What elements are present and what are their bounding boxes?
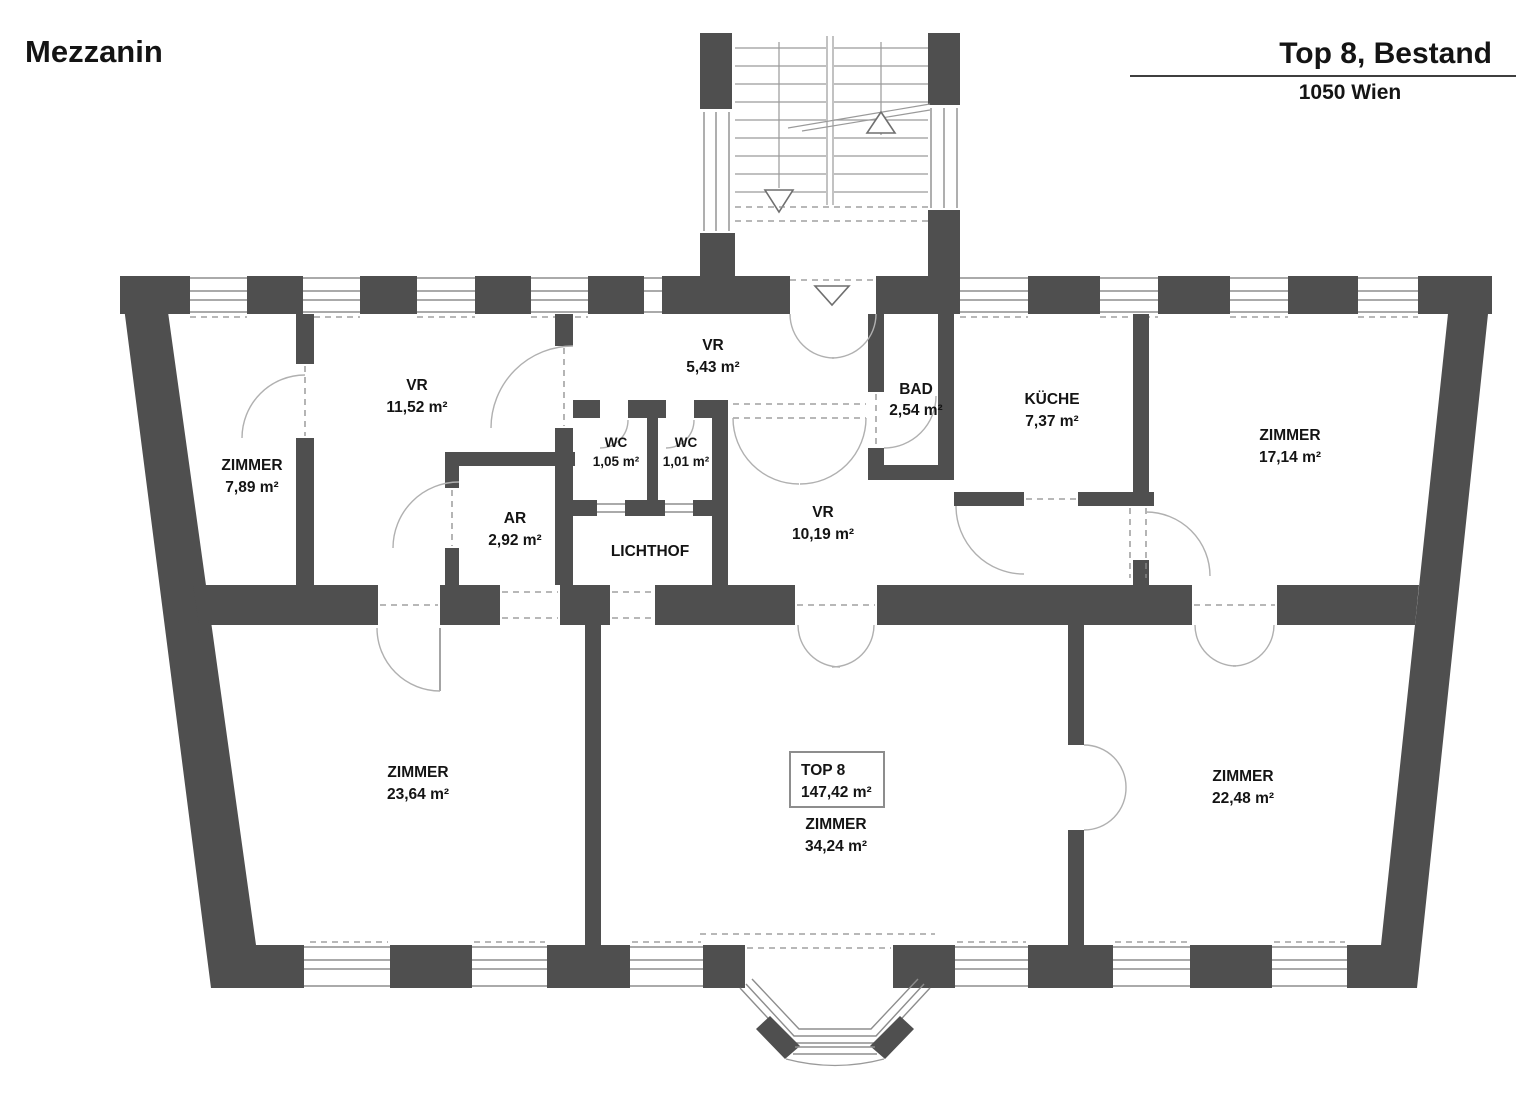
room-label-vr-mid: VR (812, 504, 834, 521)
doors (241, 279, 1275, 831)
room-label-zimmer-se: ZIMMER (1212, 768, 1273, 785)
room-area-vr-west: 11,52 m² (386, 399, 447, 416)
room-area-zimmer-se: 22,48 m² (1212, 790, 1274, 807)
plan-subtitle: 1050 Wien (1299, 81, 1402, 104)
room-label-vr-west: VR (406, 377, 428, 394)
stair-treads (735, 36, 931, 205)
middle-wall (193, 585, 1419, 625)
unit-total-area: 147,42 m² (801, 784, 872, 801)
header: Mezzanin Top 8, Bestand 1050 Wien (25, 34, 1516, 104)
room-label-vr-entry: VR (702, 337, 724, 354)
room-area-zimmer-ne: 17,14 m² (1259, 449, 1321, 466)
room-area-zimmer-nw: 7,89 m² (225, 479, 278, 496)
room-label-ar: AR (504, 510, 526, 527)
room-area-vr-entry: 5,43 m² (686, 359, 739, 376)
room-area-vr-mid: 10,19 m² (792, 526, 854, 543)
inner-walls-bottom (585, 625, 1084, 945)
room-labels: ZIMMER 7,89 m² VR 11,52 m² VR 5,43 m² WC… (221, 337, 1321, 855)
room-label-wc2: WC (675, 435, 698, 450)
room-area-kueche: 7,37 m² (1025, 413, 1078, 430)
room-label-wc1: WC (605, 435, 628, 450)
facade-windows-top (190, 277, 1418, 318)
room-area-ar: 2,92 m² (488, 532, 541, 549)
floor-title: Mezzanin (25, 34, 163, 69)
room-area-zimmer-s: 34,24 m² (805, 838, 867, 855)
stair-up-arrow-icon (865, 110, 897, 134)
room-area-wc1: 1,05 m² (593, 454, 640, 469)
unit-total-box: TOP 8 147,42 m² (789, 751, 885, 808)
inner-walls-top (296, 314, 1154, 585)
room-label-zimmer-sw: ZIMMER (387, 764, 448, 781)
stairwell (700, 33, 960, 278)
room-area-zimmer-sw: 23,64 m² (387, 786, 449, 803)
stair-down-arrow-icon (763, 189, 795, 214)
entrance-arrow-icon (813, 285, 851, 307)
bay-window (700, 933, 935, 1067)
room-area-wc2: 1,01 m² (663, 454, 710, 469)
plan-title: Top 8, Bestand (1279, 37, 1492, 70)
unit-label: TOP 8 (801, 762, 846, 779)
room-area-bad: 2,54 m² (889, 402, 942, 419)
room-label-kueche: KÜCHE (1024, 391, 1079, 408)
room-label-lichthof: LICHTHOF (611, 543, 689, 560)
room-label-zimmer-nw: ZIMMER (221, 457, 282, 474)
room-label-bad: BAD (899, 381, 933, 398)
facade-windows-bottom (304, 941, 1347, 987)
outer-walls (120, 276, 1492, 988)
room-label-zimmer-ne: ZIMMER (1259, 427, 1320, 444)
room-label-zimmer-s: ZIMMER (805, 816, 866, 833)
